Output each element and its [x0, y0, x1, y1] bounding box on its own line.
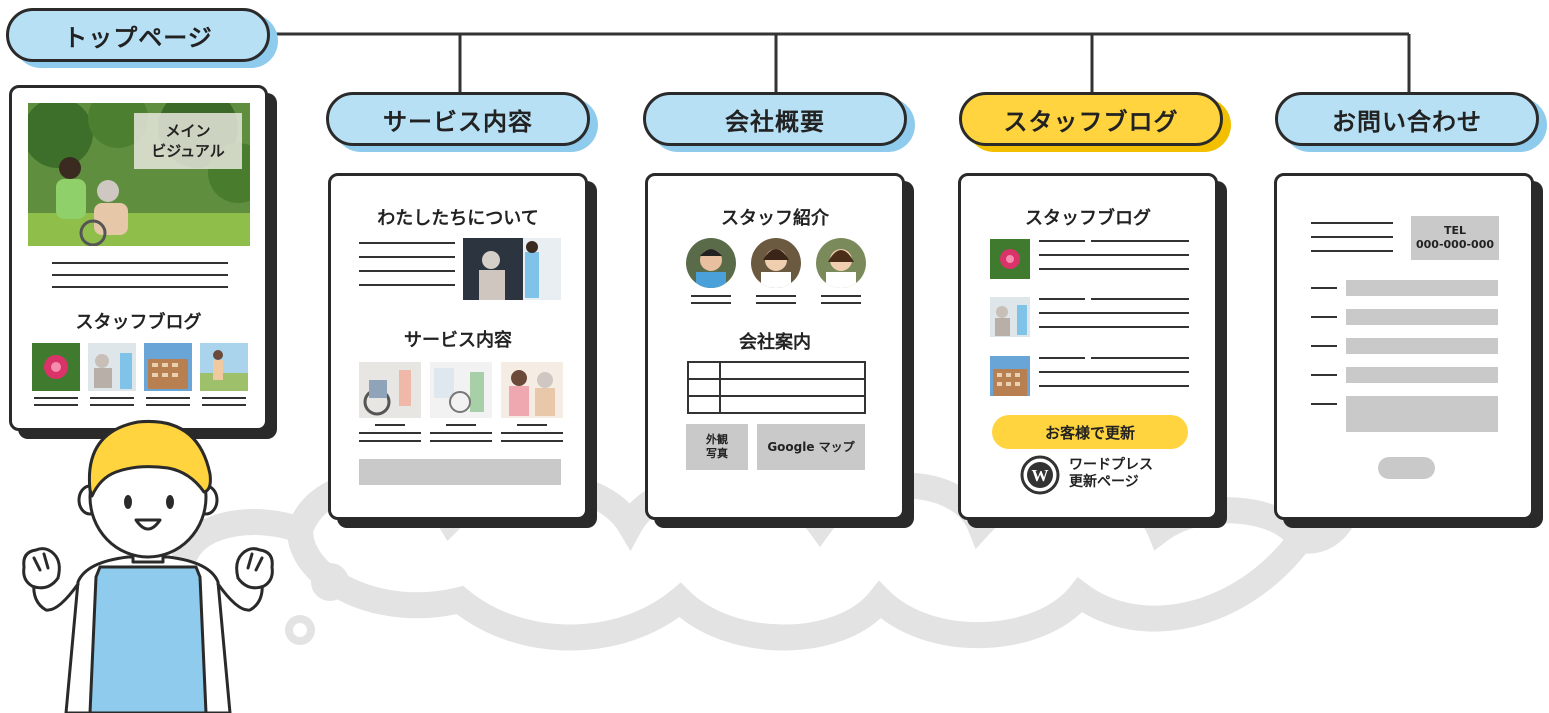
- company-label: 会社概要: [725, 107, 825, 136]
- top-page-card: メイン ビジュアル スタッフブログ: [9, 85, 268, 431]
- company-info-title: 会社案内: [739, 332, 811, 353]
- tel-label: TEL: [1443, 224, 1467, 237]
- staff-intro-title: スタッフ紹介: [721, 208, 829, 229]
- form-field-2: [1346, 309, 1498, 325]
- blog-thumb-building: [144, 343, 192, 391]
- form-submit-placeholder: [1378, 457, 1435, 479]
- blog-list-thumb-building: [990, 356, 1030, 396]
- wordpress-icon: W: [1020, 455, 1060, 495]
- contact-label: お問い合わせ: [1332, 107, 1482, 136]
- company-card: スタッフ紹介 会社案内 外観 写真 Google マップ: [645, 173, 905, 520]
- about-photo: [463, 238, 561, 300]
- tel-box: TEL 000-000-000: [1411, 216, 1499, 260]
- service-photo-wheelchair: [359, 362, 421, 418]
- top-page-pill[interactable]: トップページ: [6, 8, 270, 62]
- staff-blog-pill[interactable]: スタッフブログ: [959, 92, 1223, 146]
- staff-blog-card: スタッフブログ お客様で更新 W ワードプレス 更新ページ: [958, 173, 1218, 520]
- service-subtitle: サービス内容: [404, 330, 512, 351]
- top-blog-title: スタッフブログ: [75, 312, 202, 333]
- tel-number: 000-000-000: [1415, 238, 1494, 251]
- staff-avatar-2: [751, 238, 801, 288]
- blog-list-thumb-flower: [990, 239, 1030, 279]
- form-field-1: [1346, 280, 1498, 296]
- form-field-3: [1346, 338, 1498, 354]
- service-card: わたしたちについて サービス内容: [328, 173, 588, 520]
- form-textarea: [1346, 396, 1498, 432]
- blog-card-title: スタッフブログ: [1025, 208, 1151, 229]
- service-photo-facility: [430, 362, 492, 418]
- service-pill[interactable]: サービス内容: [326, 92, 590, 146]
- main-visual-label-1: メイン: [165, 122, 211, 140]
- blog-thumb-care: [88, 343, 136, 391]
- blog-thumb-walk: [200, 343, 248, 391]
- customer-update-label: お客様で更新: [1044, 423, 1135, 442]
- service-label: サービス内容: [383, 107, 533, 136]
- blog-list-thumb-care: [990, 297, 1030, 337]
- exterior-label-1: 外観: [706, 433, 728, 446]
- wordpress-line-2: 更新ページ: [1069, 474, 1139, 490]
- company-pill[interactable]: 会社概要: [643, 92, 907, 146]
- service-button-placeholder: [359, 459, 561, 485]
- service-photo-caregiver: [501, 362, 563, 418]
- top-page-label: トップページ: [63, 23, 213, 52]
- wordpress-update-text: ワードプレス 更新ページ: [1069, 457, 1153, 491]
- main-visual-label-2: ビジュアル: [151, 142, 225, 160]
- about-title: わたしたちについて: [377, 208, 539, 229]
- svg-text:W: W: [1032, 466, 1049, 485]
- contact-card: TEL 000-000-000: [1274, 173, 1534, 520]
- company-info-table: [687, 361, 866, 414]
- form-field-4: [1346, 367, 1498, 383]
- staff-character-illustration: [22, 419, 274, 713]
- staff-avatar-1: [686, 238, 736, 288]
- exterior-label-2: 写真: [706, 447, 728, 460]
- staff-blog-label: スタッフブログ: [1003, 107, 1179, 136]
- blog-thumb-flower: [32, 343, 80, 391]
- customer-update-badge: お客様で更新: [992, 415, 1188, 449]
- google-map-label: Google マップ: [767, 440, 855, 454]
- wordpress-line-1: ワードプレス: [1069, 457, 1153, 473]
- main-visual-label-box: メイン ビジュアル: [134, 113, 242, 169]
- contact-pill[interactable]: お問い合わせ: [1275, 92, 1539, 146]
- exterior-photo-placeholder: 外観 写真: [686, 424, 748, 470]
- staff-avatar-3: [816, 238, 866, 288]
- google-map-placeholder: Google マップ: [757, 424, 865, 470]
